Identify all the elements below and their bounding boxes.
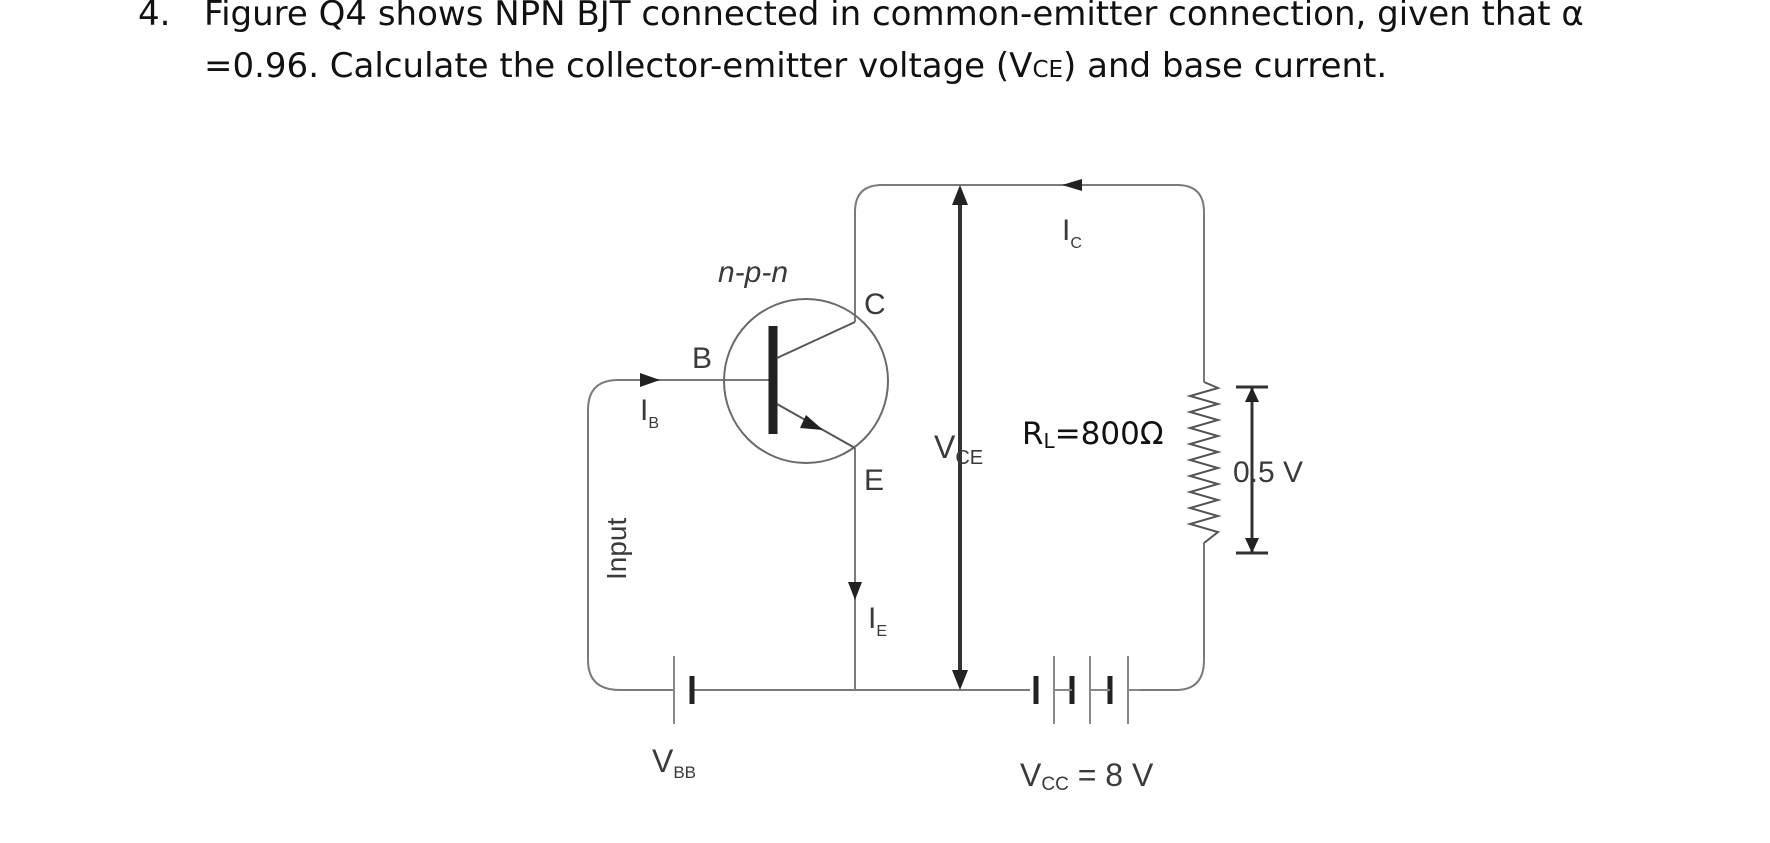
resistor-voltage-label: 0.5 V — [1233, 456, 1303, 489]
collector-lead — [776, 321, 856, 359]
vbb-battery — [673, 656, 695, 724]
question-line-2: =0.96. Calculate the collector-emitter v… — [204, 38, 1387, 98]
vcc-value: = 8 V — [1069, 757, 1154, 793]
question-line-1-text: Figure Q4 shows NPN BJT connected in com… — [204, 0, 1584, 34]
question-line-2-start: =0.96. Calculate the collector-emitter v… — [204, 46, 1033, 86]
vce-arrow-top — [952, 185, 968, 205]
collector-top-wire — [854, 184, 1205, 382]
vce-subscript: CE — [955, 447, 983, 469]
right-return-wire — [1140, 543, 1205, 691]
ie-arrow — [848, 582, 862, 600]
vbb-label: VBB — [652, 743, 696, 782]
ic-arrow — [1062, 179, 1082, 191]
base-label: B — [692, 342, 712, 375]
collector-label: C — [864, 288, 886, 321]
circuit-wires — [587, 184, 1205, 691]
ie-label: IE — [868, 602, 887, 640]
vce-measure — [952, 185, 968, 690]
vcc-battery — [1033, 656, 1140, 724]
question-vce-subscript: CE — [1032, 57, 1064, 83]
load-resistor — [1186, 381, 1222, 544]
question-line-2-end: ) and base current. — [1063, 46, 1388, 86]
input-label: Input — [601, 518, 632, 580]
emitter-label: E — [864, 464, 884, 497]
rl-value: =800Ω — [1055, 416, 1164, 452]
ic-label: IC — [1062, 214, 1082, 252]
transistor-envelope — [723, 298, 889, 464]
vbb-subscript: BB — [673, 763, 696, 782]
vcc-label: VCC = 8 V — [1020, 757, 1154, 795]
rl-label: RL=800Ω — [1022, 416, 1164, 453]
npn-transistor — [723, 298, 889, 464]
emitter-arrow — [800, 415, 823, 430]
vcc-subscript: CC — [1041, 774, 1068, 795]
transistor-type-label: n-p-n — [718, 256, 788, 289]
ie-subscript: E — [876, 623, 887, 640]
ib-subscript: B — [648, 415, 659, 432]
ib-label: IB — [640, 394, 659, 432]
vce-arrow-bottom — [952, 670, 968, 690]
ib-arrow — [640, 373, 660, 387]
input-loop-wire — [587, 379, 775, 691]
rl-subscript: L — [1044, 429, 1056, 453]
ic-subscript: C — [1070, 235, 1082, 252]
vce-label: VCE — [934, 429, 983, 469]
question-number: 4. — [138, 0, 171, 34]
